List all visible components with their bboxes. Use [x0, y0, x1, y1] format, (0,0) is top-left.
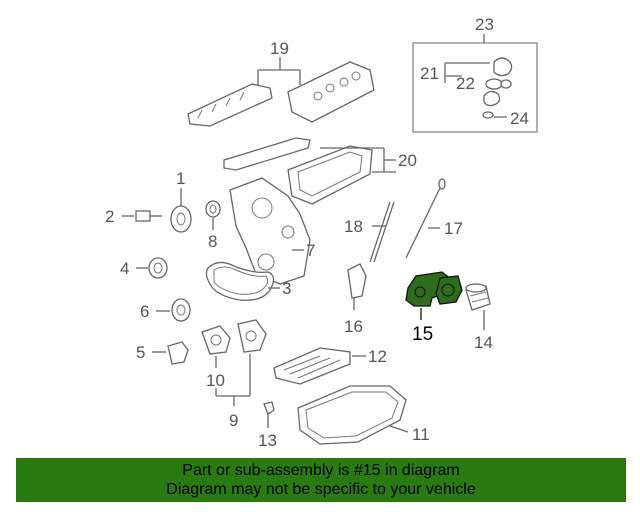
part-18-dipstick-tube — [369, 201, 395, 263]
part-14-oil-filter — [465, 283, 491, 330]
part-16-bracket — [347, 263, 367, 310]
part-3-timing-chain — [205, 261, 280, 301]
callout-11: 11 — [412, 425, 430, 444]
part-1-crank-pulley — [170, 188, 192, 233]
callout-6: 6 — [140, 302, 149, 321]
info-banner: Part or sub-assembly is #15 in diagram D… — [16, 458, 626, 502]
part-11-oil-pan — [297, 385, 409, 445]
callout-24: 24 — [510, 109, 529, 128]
part-10-water-pump — [201, 319, 267, 406]
inset-box-23 — [412, 34, 538, 133]
part-4-idler — [136, 257, 168, 279]
callout-19: 19 — [270, 39, 289, 58]
callout-2: 2 — [105, 207, 114, 226]
part-13-bracket — [263, 401, 275, 428]
callout-5: 5 — [136, 343, 145, 362]
callout-20: 20 — [398, 151, 417, 170]
banner-line-disclaimer: Diagram may not be specific to your vehi… — [166, 481, 476, 498]
callout-10: 10 — [206, 371, 225, 390]
part-20-valve-cover-gaskets — [223, 137, 396, 205]
exploded-parts-diagram: 23 21 22 24 19 20 1 2 8 7 18 17 4 3 6 16… — [105, 15, 538, 450]
part-2-bolt — [122, 210, 162, 222]
part-12-oil-baffle — [273, 347, 366, 385]
callout-14: 14 — [474, 333, 493, 352]
callout-23: 23 — [475, 15, 494, 34]
callout-21: 21 — [420, 64, 439, 83]
callout-22: 22 — [456, 74, 475, 93]
part-17-dipstick — [405, 178, 446, 259]
callout-17: 17 — [444, 219, 463, 238]
part-19-engine-covers — [187, 57, 375, 127]
callout-4: 4 — [120, 259, 129, 278]
callout-12: 12 — [368, 347, 387, 366]
callout-8: 8 — [208, 232, 217, 251]
callout-9: 9 — [229, 411, 238, 430]
callout-1: 1 — [176, 169, 185, 188]
banner-line-part: Part or sub-assembly is #15 in diagram — [182, 462, 460, 479]
part-8-seal — [205, 200, 221, 230]
part-5-tensioner — [152, 341, 189, 365]
callout-15: 15 — [412, 324, 433, 345]
part-15-oil-filter-adapter — [405, 271, 463, 320]
callout-13: 13 — [258, 431, 277, 450]
callout-18: 18 — [344, 217, 363, 236]
callout-7: 7 — [306, 241, 315, 260]
part-6-pulley — [156, 298, 191, 322]
part-7-timing-cover — [229, 177, 311, 285]
callout-3: 3 — [282, 279, 291, 298]
callout-16: 16 — [344, 317, 363, 336]
